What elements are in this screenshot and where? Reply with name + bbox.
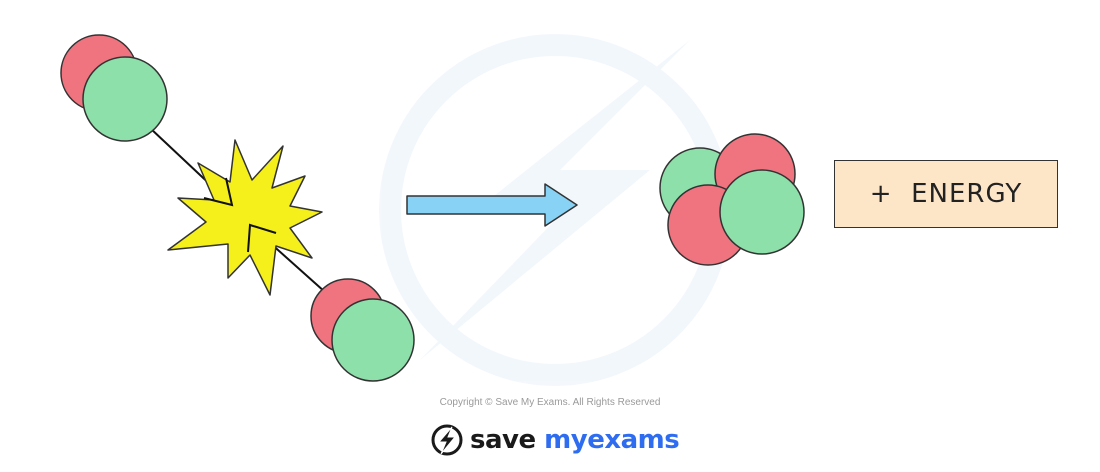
neutron-circle (331, 298, 415, 382)
brand-word-exams: exams (587, 425, 680, 455)
collision-starburst (167, 139, 323, 296)
brand-word-save: save (470, 425, 536, 455)
brand-word-my: my (544, 425, 588, 455)
energy-label: + ENERGY (869, 179, 1023, 209)
brand-logo: save myexams (430, 420, 680, 460)
lightning-bolt-icon (431, 424, 463, 456)
arrowhead-top (203, 177, 234, 207)
copyright-text: Copyright © Save My Exams. All Rights Re… (439, 397, 661, 408)
deuteron-top-left (60, 34, 168, 142)
helium-nucleus (659, 133, 805, 266)
energy-box: + ENERGY (834, 160, 1058, 228)
deuteron-bottom-right (310, 278, 415, 382)
neutron-circle (82, 56, 168, 142)
brand-wordmark: save myexams (470, 425, 680, 455)
neutron-circle (719, 169, 805, 255)
reaction-arrow (406, 183, 578, 227)
arrowhead-bottom (247, 223, 277, 253)
